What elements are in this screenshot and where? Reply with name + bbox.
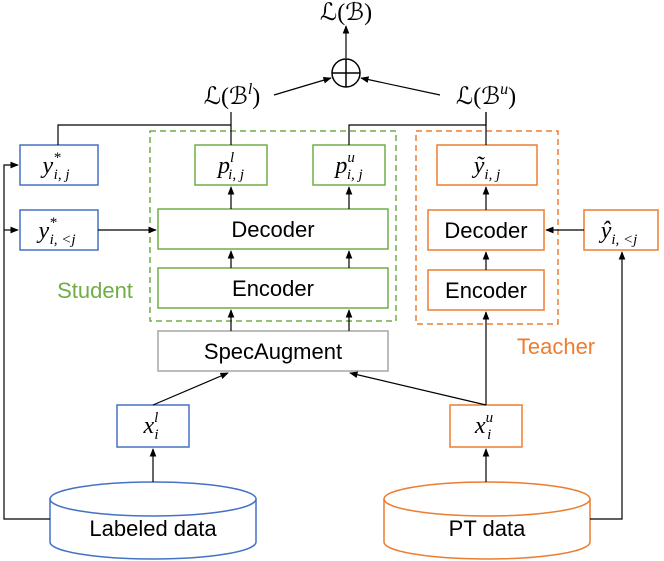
y-hat-prev-box xyxy=(583,209,659,251)
student-encoder-block xyxy=(157,267,389,309)
arrow-labeled-data-to-y-star xyxy=(3,161,50,520)
line-y-star-to-loss xyxy=(57,124,231,145)
teacher-encoder-block xyxy=(427,269,545,311)
specaugment-label: SpecAugment xyxy=(204,339,342,364)
pt-data-cylinder xyxy=(383,481,591,560)
y-star-symbol: y*i, j xyxy=(41,150,70,183)
total-loss-label: ℒ(ℬ) xyxy=(320,0,372,26)
y-hat-prev-symbol: ŷi, <j xyxy=(599,218,638,248)
student-decoder-label: Decoder xyxy=(231,217,314,242)
y-tilde-box xyxy=(436,144,538,186)
line-p-unlabeled-to-loss xyxy=(348,112,487,145)
labeled-loss-label: ℒ(ℬl) xyxy=(204,81,261,110)
unlabeled-loss-label: ℒ(ℬu) xyxy=(456,81,516,110)
student-encoder-label: Encoder xyxy=(232,276,314,301)
p-unlabeled-box xyxy=(312,144,386,186)
y-star-prev-box xyxy=(19,209,99,251)
arrow-unlabeled-loss-to-sum xyxy=(360,76,441,96)
pt-data-label: PT data xyxy=(449,516,526,541)
y-star-box xyxy=(19,144,99,186)
student-decoder-block xyxy=(157,208,389,250)
arrow-x-unlabeled-to-specaugment xyxy=(349,371,487,406)
labeled-data-label: Labeled data xyxy=(89,516,217,541)
labeled-data-cylinder xyxy=(49,481,257,560)
student-group xyxy=(149,130,397,322)
teacher-label: Teacher xyxy=(517,334,595,359)
specaugment-block xyxy=(157,330,389,372)
student-label: Student xyxy=(57,278,133,303)
arrow-x-labeled-to-specaugment xyxy=(152,372,229,406)
x-unlabeled-box xyxy=(449,404,523,448)
y-star-prev-symbol: y*i, <j xyxy=(36,215,75,248)
p-labeled-box xyxy=(194,144,268,186)
teacher-decoder-block xyxy=(427,209,545,251)
teacher-decoder-label: Decoder xyxy=(444,218,527,243)
sum-node xyxy=(331,58,361,88)
arrow-pt-data-to-y-hat-prev xyxy=(590,251,626,520)
x-labeled-box xyxy=(116,404,190,448)
teacher-encoder-label: Encoder xyxy=(445,278,527,303)
y-tilde-symbol: ỹi, j xyxy=(472,153,501,183)
teacher-group xyxy=(415,130,559,325)
arrow-labeled-loss-to-sum xyxy=(273,76,332,96)
